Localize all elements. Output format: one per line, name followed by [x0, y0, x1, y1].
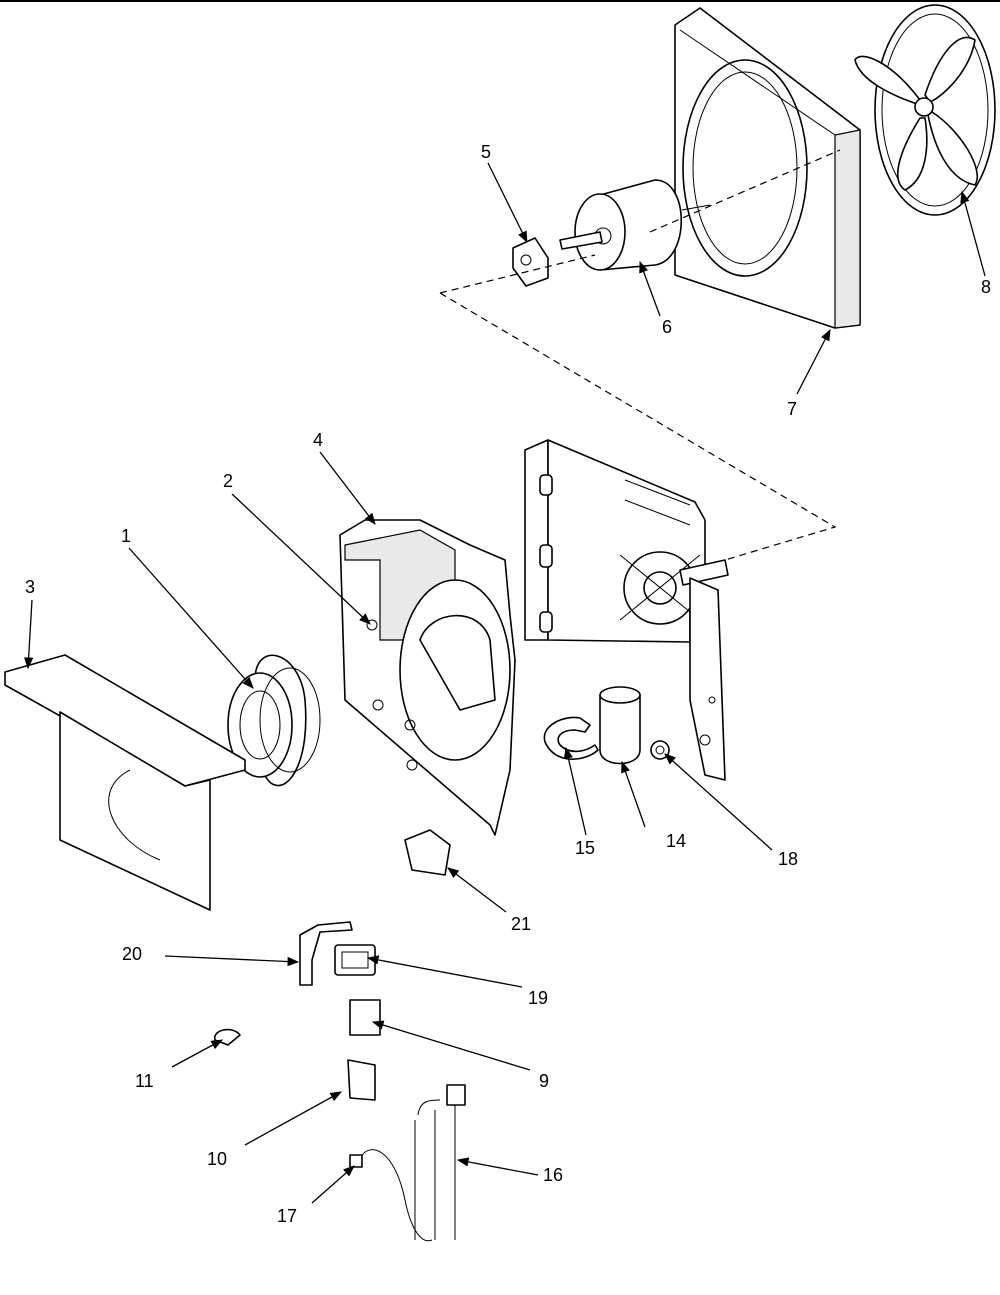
callout-8: 8: [981, 277, 991, 297]
switch: [334, 944, 376, 976]
gasket: [404, 829, 451, 876]
retainer-clip: [214, 1028, 241, 1046]
wire-terminal: [349, 1154, 363, 1168]
heater-harness: [359, 1084, 466, 1242]
callout-16: 16: [543, 1165, 563, 1185]
callout-21: 21: [511, 914, 531, 934]
capacitor: [599, 686, 641, 765]
assembly-guide-line: [439, 149, 841, 567]
thermostat: [347, 1059, 376, 1101]
callout-19: 19: [528, 988, 548, 1008]
motor-bracket: [512, 237, 549, 287]
callout-10: 10: [207, 1149, 227, 1169]
clip: [650, 740, 670, 760]
blower-housing: [339, 519, 516, 836]
leader-lines: [23, 162, 986, 1204]
callout-17: 17: [277, 1206, 297, 1226]
callout-18: 18: [778, 849, 798, 869]
callout-7: 7: [787, 399, 797, 419]
motor-mount-bracket-panel: [524, 439, 729, 781]
capacitor-strap: [543, 716, 599, 760]
callout-2: 2: [223, 471, 233, 491]
callout-14: 14: [666, 831, 686, 851]
callout-5: 5: [481, 142, 491, 162]
condenser-fan-blade: [854, 4, 996, 216]
callout-6: 6: [662, 317, 672, 337]
callout-15: 15: [575, 838, 595, 858]
callout-11: 11: [135, 1071, 154, 1091]
orifice-panel: [4, 654, 246, 911]
callout-3: 3: [25, 577, 35, 597]
callout-1: 1: [121, 526, 131, 546]
condenser-shroud: [674, 7, 861, 329]
relay: [349, 999, 381, 1036]
blower-wheel: [227, 654, 321, 787]
callout-20: 20: [122, 944, 142, 964]
switch-bracket: [299, 921, 353, 986]
callout-9: 9: [539, 1071, 549, 1091]
callout-4: 4: [313, 430, 323, 450]
fan-motor: [559, 179, 711, 271]
